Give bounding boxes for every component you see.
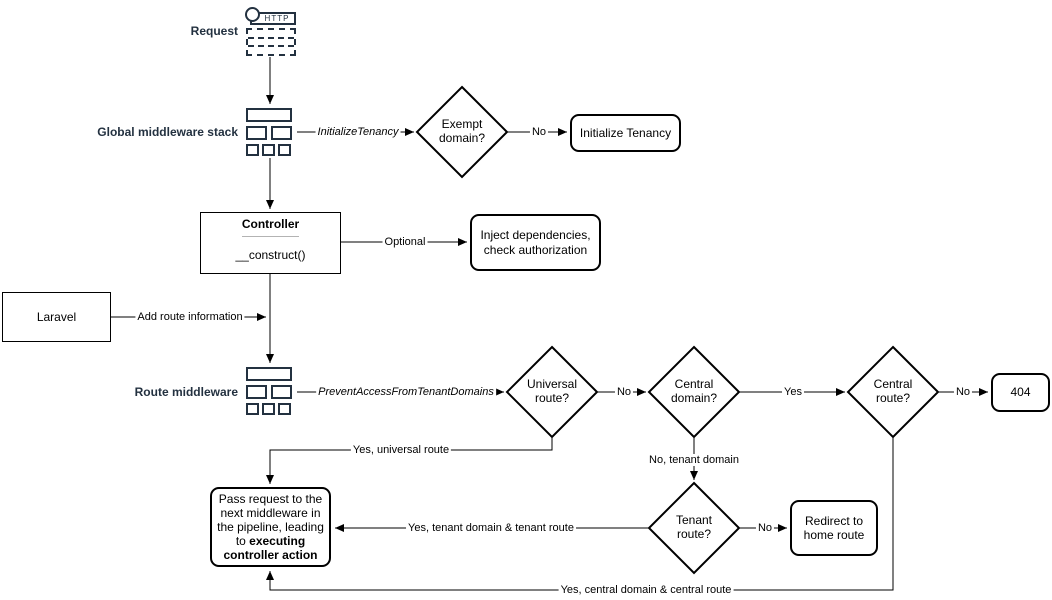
universal-route-text: Universal route? [526,377,577,405]
controller-node: Controller __construct() [200,212,341,274]
edge-label-optional: Optional [382,236,428,248]
edge-label-no-tenant-domain: No, tenant domain [647,454,741,466]
request-body-icon [246,28,296,56]
edge-label-initialize-tenancy: InitializeTenancy [315,126,401,138]
edge-label-yes-central-domain: Yes [782,386,804,398]
decision-exempt-domain [415,85,509,179]
http-label: HTTP [264,14,290,23]
controller-method: __construct() [235,247,306,262]
edge-label-no-tenant-route: No [755,522,775,534]
http-request-icon: HTTP [243,6,299,58]
pass-request-bold-text: executing controller action [223,534,318,563]
edge-label-no-central-route: No [953,386,973,398]
controller-title: Controller [241,213,300,237]
request-label: Request [190,24,238,38]
laravel-node: Laravel [2,292,111,342]
edge-label-yes-universal: Yes, universal route [350,444,452,456]
not-found-node: 404 [991,373,1050,412]
decision-tenant-route [647,481,741,575]
decision-universal-route [505,345,599,439]
request-circle-icon [245,7,260,22]
edge-label-no-exempt: No [529,126,549,138]
global-middleware-label: Global middleware stack [97,125,238,139]
decision-central-domain [647,345,741,439]
decision-central-route [846,345,940,439]
edge-label-no-universal: No [614,386,634,398]
redirect-home-node: Redirect to home route [790,500,878,556]
edge-label-yes-tenant-route: Yes, tenant domain & tenant route [406,522,576,534]
exempt-domain-text: Exempt domain? [438,117,486,145]
route-middleware-icon [244,366,296,416]
route-middleware-label: Route middleware [134,385,238,399]
pass-request-text: Pass request to the next middleware in t… [217,491,324,549]
global-middleware-stack-icon [244,107,296,157]
tenant-route-text: Tenant route? [675,513,713,541]
inject-dependencies-node: Inject dependencies, check authorization [470,214,601,271]
central-route-text: Central route? [873,377,913,405]
edge-label-yes-central-route: Yes, central domain & central route [558,584,734,596]
central-domain-text: Central domain? [670,377,718,405]
pass-request-node: Pass request to the next middleware in t… [210,487,331,567]
edge-label-add-route-info: Add route information [135,311,245,323]
initialize-tenancy-node: Initialize Tenancy [570,114,681,152]
edge-label-prevent-access: PreventAccessFromTenantDomains [316,386,496,398]
